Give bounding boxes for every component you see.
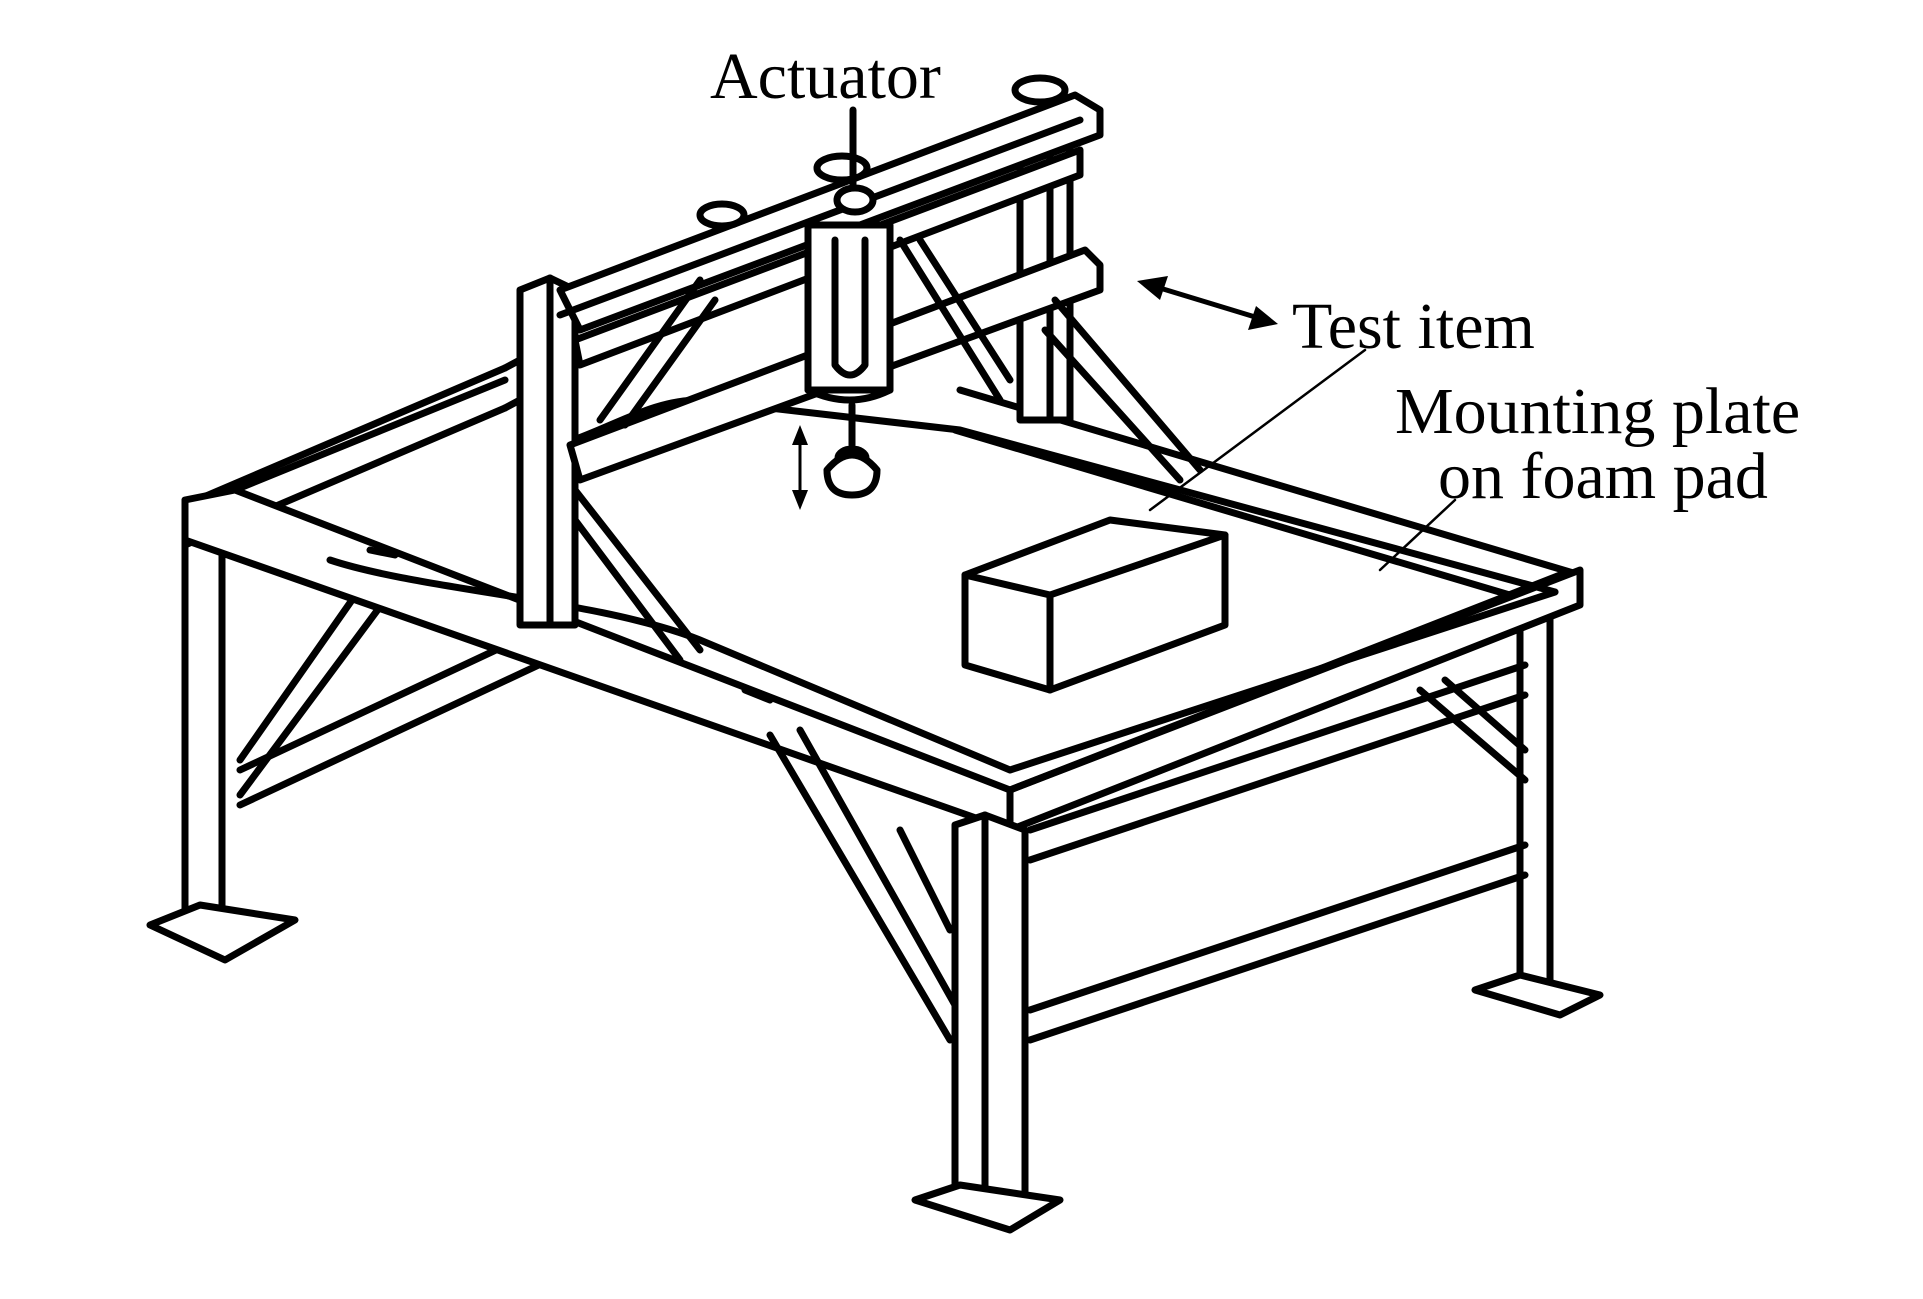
actuator: [804, 106, 894, 499]
test-item-box: [961, 516, 1229, 694]
table-top-frame: [181, 376, 1584, 834]
test-item-label: Test item: [1292, 290, 1535, 363]
vertical-motion-arrow: [792, 425, 808, 510]
mounting-plate-label-line1: Mounting plate: [1395, 375, 1800, 448]
leader-lines: [1148, 348, 1457, 572]
horizontal-motion-arrow: [1137, 276, 1278, 330]
rear-frame: [181, 356, 1604, 1044]
front-legs: [766, 726, 1064, 1234]
actuator-label: Actuator: [710, 40, 941, 113]
mounting-plate-label-line2: on foam pad: [1438, 440, 1768, 513]
